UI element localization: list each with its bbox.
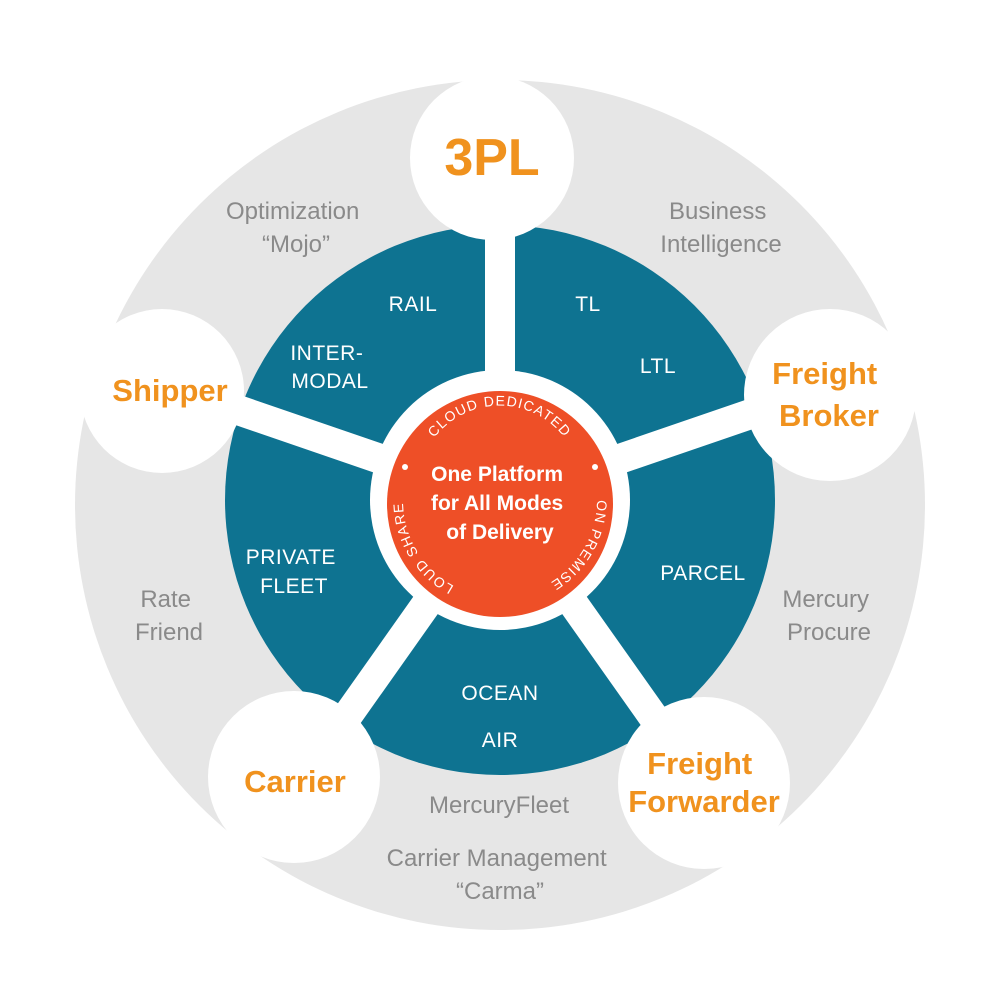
product-label-optimization: Optimization “Mojo” <box>226 198 366 258</box>
ring-separator-dot-left <box>402 464 408 470</box>
node-label-carrier: Carrier <box>244 764 346 799</box>
mode-label-air: AIR <box>482 729 519 752</box>
node-label-freight-broker: Freight Broker <box>772 356 886 433</box>
mode-label-rail: RAIL <box>389 293 438 316</box>
center-platform-circle <box>387 391 613 617</box>
mode-label-tl: TL <box>575 293 601 316</box>
product-label-rate-friend: Rate Friend <box>135 586 203 646</box>
product-label-business-intelligence: Business Intelligence <box>660 198 781 258</box>
node-circle-3pl <box>410 76 574 240</box>
product-label-mercury-procure: Mercury Procure <box>782 586 875 646</box>
ring-separator-dot-right <box>592 464 598 470</box>
mode-label-parcel: PARCEL <box>660 562 745 585</box>
center-title-line-2: for All Modes <box>431 492 563 515</box>
node-circle-freight-forwarder <box>618 697 790 869</box>
center-title-line-3: of Delivery <box>446 521 554 544</box>
mode-label-ocean: OCEAN <box>461 682 538 705</box>
product-label-mercury-fleet: MercuryFleet <box>429 792 569 819</box>
node-label-3pl: 3PL <box>444 129 539 187</box>
center-title: One Platform for All Modes of Delivery <box>431 463 569 544</box>
node-circle-freight-broker <box>744 309 916 481</box>
node-circle-shipper <box>80 309 244 473</box>
mode-label-ltl: LTL <box>640 355 676 378</box>
node-label-shipper: Shipper <box>112 373 227 408</box>
center-title-line-1: One Platform <box>431 463 563 486</box>
mode-label-private-fleet: PRIVATE FLEET <box>246 546 343 598</box>
node-circle-carrier <box>208 691 380 863</box>
node-label-freight-forwarder: Freight Forwarder <box>628 746 780 819</box>
mode-label-intermodal: INTER- MODAL <box>290 342 369 393</box>
product-label-carrier-management: Carrier Management “Carma” <box>387 845 614 905</box>
